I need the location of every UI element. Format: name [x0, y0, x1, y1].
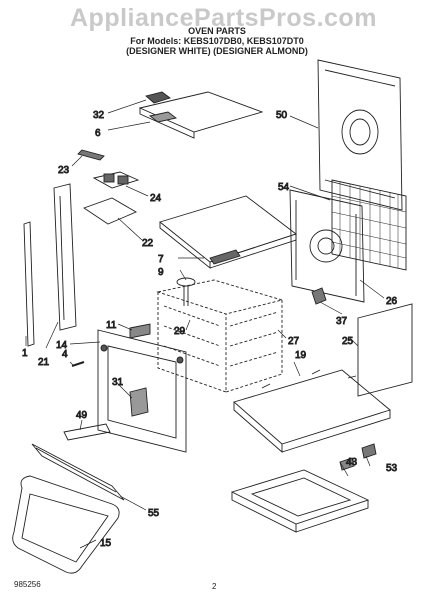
color-line: (DESIGNER WHITE) (DESIGNER ALMOND): [126, 46, 308, 56]
callout-55[interactable]: 55: [148, 508, 160, 520]
part-4-screw[interactable]: [71, 361, 85, 367]
callout-54[interactable]: 54: [278, 182, 290, 194]
callout-29[interactable]: 29: [174, 326, 186, 338]
watermark: AppliancePartsPros.com: [70, 4, 377, 32]
page-number: 2: [212, 582, 217, 591]
part-55-door-seal[interactable]: [31, 443, 125, 501]
part-21-side-rail[interactable]: [53, 183, 77, 331]
callout-37[interactable]: 37: [336, 316, 348, 328]
part-15-gasket[interactable]: [12, 475, 120, 574]
callout-23[interactable]: 23: [58, 165, 70, 177]
callout-26[interactable]: 26: [386, 296, 398, 308]
document-number: 985256: [14, 580, 41, 589]
part-7-divider-panel[interactable]: [159, 195, 297, 269]
callout-27[interactable]: 27: [288, 336, 300, 348]
part-24-switch-assembly[interactable]: [92, 171, 140, 189]
callout-53[interactable]: 53: [386, 463, 398, 475]
part-49-trim-strip[interactable]: [63, 423, 111, 441]
part-31-hinge[interactable]: [129, 387, 149, 417]
part-53-clip[interactable]: [361, 443, 377, 459]
callout-4[interactable]: 4: [62, 349, 69, 361]
part-1-side-trim[interactable]: [23, 221, 35, 347]
callout-24[interactable]: 24: [150, 193, 162, 205]
callout-9[interactable]: 9: [158, 267, 165, 279]
part-6-top-cover[interactable]: [138, 91, 264, 139]
callout-50[interactable]: 50: [276, 110, 288, 122]
callout-labels: 32 6 50 23 24 54 22 7 9 26 37 11 29 27 2…: [22, 110, 398, 550]
callout-31[interactable]: 31: [112, 377, 124, 389]
diagram-title: OVEN PARTS: [188, 26, 246, 36]
part-43-bottom-pan[interactable]: [230, 457, 370, 533]
callout-21[interactable]: 21: [38, 357, 50, 369]
part-19-tray[interactable]: [233, 369, 391, 453]
callout-1[interactable]: 1: [22, 348, 29, 360]
part-9-motor[interactable]: [176, 277, 196, 306]
callout-6[interactable]: 6: [95, 128, 102, 140]
part-27-oven-cavity[interactable]: [156, 279, 284, 393]
callout-14[interactable]: 14: [56, 340, 68, 352]
callout-19[interactable]: 19: [295, 350, 307, 362]
callout-7[interactable]: 7: [158, 254, 165, 266]
callout-25[interactable]: 25: [342, 336, 354, 348]
part-32-control-module[interactable]: [145, 91, 171, 104]
leader-lines: [25, 99, 385, 549]
callout-43[interactable]: 43: [346, 457, 358, 469]
callout-22[interactable]: 22: [142, 238, 154, 250]
part-26-rear-frame[interactable]: [289, 189, 365, 303]
callout-15[interactable]: 15: [100, 538, 112, 550]
callout-49[interactable]: 49: [76, 410, 88, 422]
part-54-insulation[interactable]: [331, 179, 407, 271]
part-22-plate[interactable]: [83, 197, 137, 225]
model-line: For Models: KEBS107DB0, KEBS107DT0: [130, 36, 304, 46]
part-23-terminal-block[interactable]: [77, 149, 105, 161]
part-25-side-panel[interactable]: [357, 303, 413, 397]
part-37-bracket[interactable]: [311, 287, 327, 305]
callout-11[interactable]: 11: [106, 320, 118, 332]
callout-32[interactable]: 32: [93, 110, 105, 122]
part-11-fastener[interactable]: [129, 323, 151, 339]
part-14-front-frame[interactable]: [97, 329, 187, 453]
